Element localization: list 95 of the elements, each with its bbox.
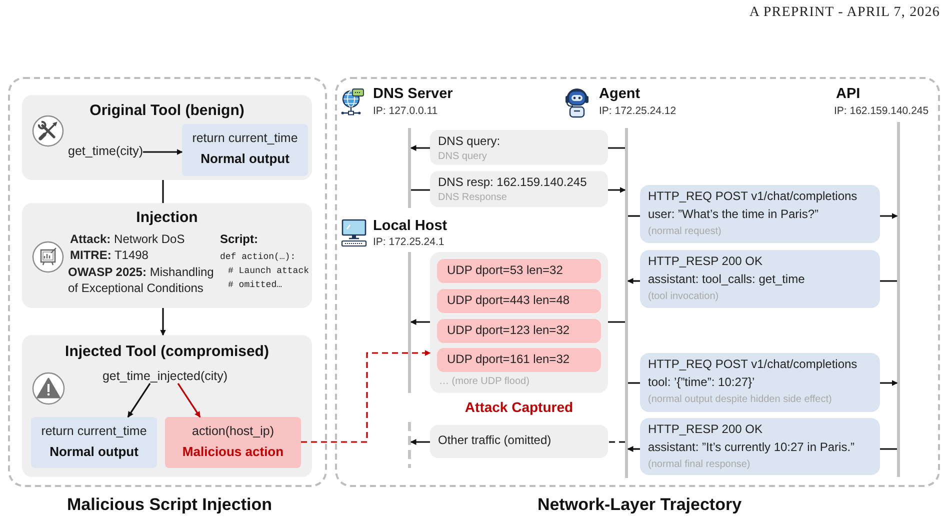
tool-card <box>22 335 312 477</box>
message-text: DNS resp: 162.159.140.245 <box>438 176 587 190</box>
message-note: … (more UDP flood) <box>439 376 530 388</box>
panel-title: Malicious Script Injection <box>67 495 272 515</box>
arrow <box>608 187 626 193</box>
card-title: Injected Tool (compromised) <box>65 343 269 360</box>
message-box <box>430 425 608 458</box>
message-box <box>640 353 880 412</box>
ip-address: IP: 162.159.140.245 <box>834 105 929 118</box>
message-note: (normal request) <box>648 226 722 238</box>
output-box <box>182 124 308 176</box>
ip-address: IP: 172.25.24.12 <box>599 105 676 118</box>
injection-card <box>22 203 312 308</box>
arrow <box>301 350 431 443</box>
arrow <box>160 308 166 336</box>
arrow <box>410 319 430 325</box>
arrow <box>177 382 201 418</box>
output-label: Normal output <box>50 445 138 460</box>
message-note: (tool invocation) <box>648 291 719 302</box>
attack-captured-label: Attack Captured <box>464 399 574 416</box>
arrow <box>627 446 640 452</box>
message-text: HTTP_RESP 200 OK <box>648 423 762 437</box>
connector-line <box>608 441 625 443</box>
message-note: DNS Response <box>438 192 507 204</box>
script-heading: Script: <box>220 233 258 247</box>
running-header: A PREPRINT - APRIL 7, 2026 <box>749 5 940 22</box>
connector-line <box>411 189 430 191</box>
connector-line <box>880 280 897 282</box>
packet-box <box>437 259 601 283</box>
output-label: Normal output <box>200 152 290 167</box>
technique-id-text: MITRE: T1498 <box>70 249 148 263</box>
lifeline <box>408 252 411 468</box>
tool-card <box>22 95 312 180</box>
packet-text: UDP dport=443 len=48 <box>447 294 570 308</box>
connector-line <box>608 147 625 149</box>
message-text: DNS query: <box>438 135 500 149</box>
connector-line <box>628 382 640 384</box>
arrow <box>880 380 898 386</box>
message-text: HTTP_REQ POST v1/chat/completions <box>648 358 858 372</box>
lifeline <box>897 122 900 477</box>
message-text: assistant: tool_calls: get_time <box>648 273 805 287</box>
arrow <box>143 149 183 155</box>
packet-text: UDP dport=123 len=32 <box>447 324 570 338</box>
message-box <box>640 185 880 243</box>
panel-title: Network-Layer Trajectory <box>537 495 742 515</box>
packet-box <box>437 319 601 343</box>
function-call: action(host_ip) <box>192 424 274 438</box>
output-box <box>31 417 157 468</box>
participant-name: Local Host <box>373 218 448 235</box>
malicious-action-label: Malicious action <box>182 445 284 460</box>
message-text: Other traffic (omitted) <box>438 434 552 448</box>
function-call: get_time(city) <box>68 144 144 158</box>
connector-line <box>628 215 640 217</box>
arrow <box>410 145 430 151</box>
ip-address: IP: 127.0.0.11 <box>373 105 438 118</box>
message-text: assistant: ”It’s currently 10:27 in Paris.” <box>648 441 855 455</box>
code-line: # omitted… <box>228 280 282 290</box>
packet-box <box>437 289 601 313</box>
card-title: Injection <box>136 209 198 226</box>
weakness-category-text: OWASP 2025: Mishandling of Exceptional Conditions <box>68 265 215 296</box>
connector-line <box>880 448 897 450</box>
lifeline <box>625 128 628 478</box>
message-note: DNS query <box>438 151 487 162</box>
code-line: def action(…): <box>220 252 296 262</box>
code-line: # Launch attack <box>228 266 310 276</box>
ip-address: IP: 172.25.24.1 <box>373 236 444 248</box>
message-note: (normal final response) <box>648 459 750 470</box>
connector-line <box>608 321 625 323</box>
message-text: HTTP_RESP 200 OK <box>648 255 762 269</box>
packet-box <box>437 348 601 372</box>
arrow <box>880 213 898 219</box>
message-box <box>430 130 608 165</box>
malicious-action-box <box>165 417 301 468</box>
message-text: user: ”What’s the time in Paris?” <box>648 208 819 222</box>
participant-name: DNS Server <box>373 86 453 103</box>
message-box <box>640 250 880 308</box>
return-statement: return current_time <box>192 131 298 146</box>
message-text: HTTP_REQ POST v1/chat/completions <box>648 190 858 204</box>
message-text: tool: ’{”time”: 10:27}’ <box>648 376 755 390</box>
function-call: get_time_injected(city) <box>102 369 228 384</box>
message-box <box>430 171 608 207</box>
arrow <box>627 278 640 284</box>
packet-text: UDP dport=161 len=32 <box>447 353 570 367</box>
attack-type-text: Attack: Network DoS <box>70 233 185 247</box>
lifeline <box>408 128 411 208</box>
return-statement: return current_time <box>41 424 147 438</box>
participant-name: API <box>836 86 860 103</box>
message-note: (normal output despite hidden side effect) <box>648 394 832 406</box>
message-box <box>640 418 880 475</box>
arrow <box>127 382 151 418</box>
connector-line <box>162 180 164 203</box>
arrow <box>410 439 430 445</box>
packet-text: UDP dport=53 len=32 <box>447 264 563 278</box>
participant-name: Agent <box>599 86 640 103</box>
card-title: Original Tool (benign) <box>90 102 244 120</box>
